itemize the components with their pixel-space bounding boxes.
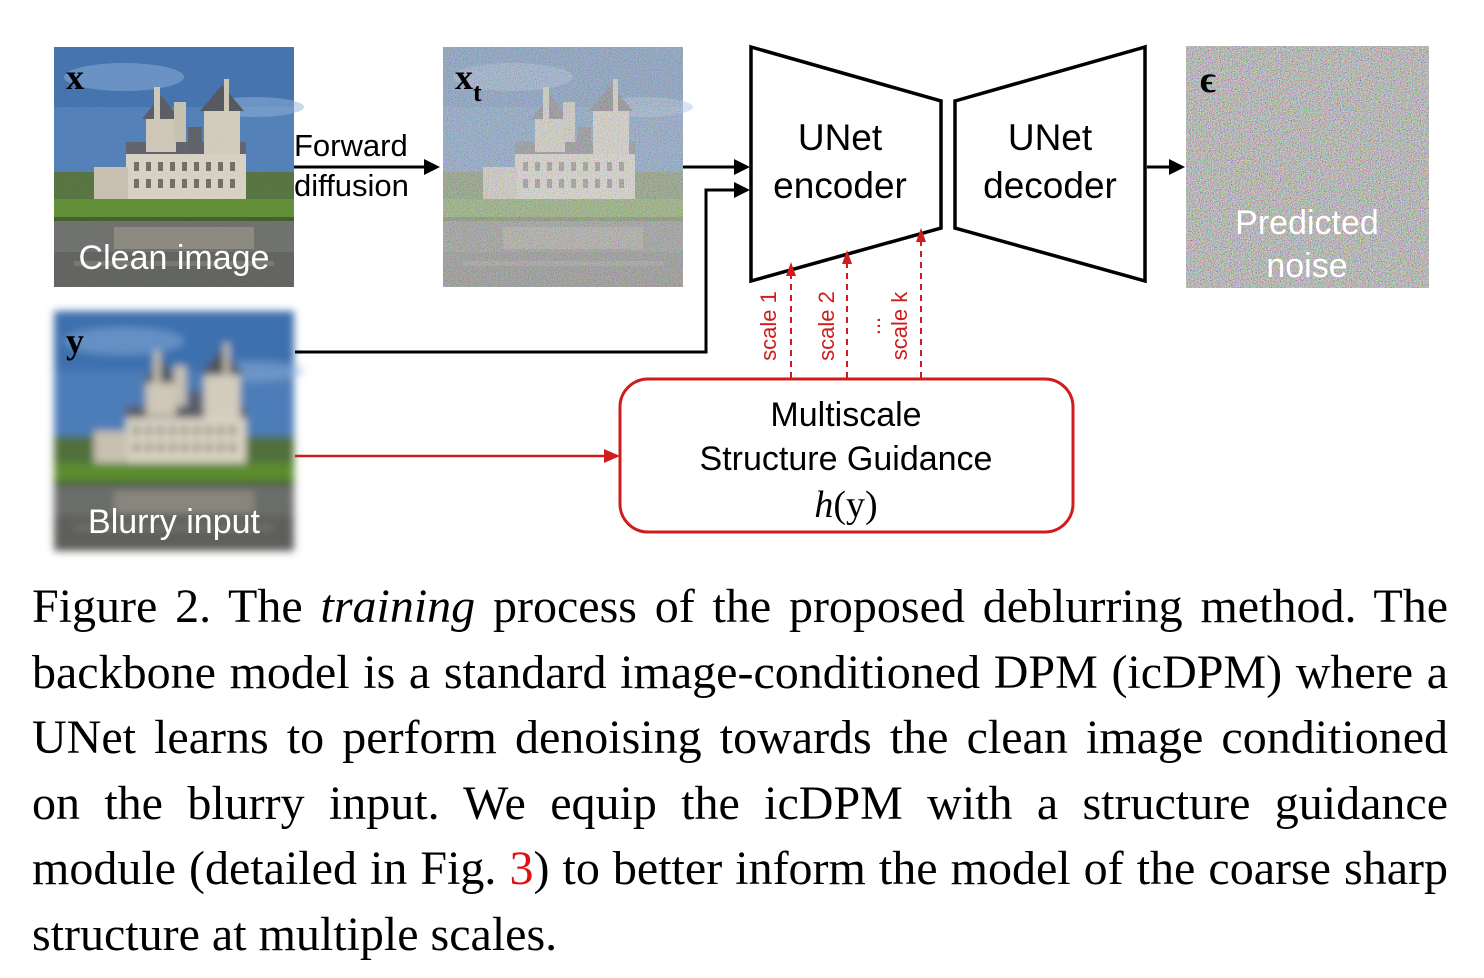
noisy-image-panel: xt [443, 47, 693, 287]
blurry-input-panel: y Blurry input [54, 311, 304, 551]
structure-guidance-module: Multiscale Structure Guidance h(y) [618, 377, 1075, 534]
scale-arrows [786, 228, 926, 378]
training-diagram: x Clean image xt y Blurry input ϵ Predic… [54, 44, 1429, 551]
decoder-label-line2: decoder [983, 165, 1117, 206]
clean-image-panel: x Clean image [54, 47, 304, 287]
unet-encoder: UNet encoder [749, 44, 943, 284]
forward-diffusion-arrow: Forward diffusion [294, 128, 440, 203]
scale-k-label: scale k [887, 291, 912, 360]
figure-reference-link[interactable]: 3 [509, 842, 534, 895]
decoder-label-line1: UNet [1008, 117, 1093, 158]
blurry-input-label: Blurry input [88, 503, 261, 541]
blurry-to-guidance-arrow [295, 449, 620, 463]
caption-body: process of the proposed deblurring metho… [32, 580, 1448, 895]
scale-ellipsis: ... [860, 317, 885, 335]
clean-image-label: Clean image [79, 239, 270, 277]
clean-image-symbol: x [66, 57, 84, 97]
encoder-label-line1: UNet [798, 117, 883, 158]
caption-prefix: Figure 2. The [32, 580, 321, 633]
decoder-to-noise-arrow [1147, 159, 1185, 175]
epsilon-symbol: ϵ [1200, 59, 1216, 101]
forward-diffusion-label-line1: Forward [294, 128, 408, 163]
guidance-label-line2: Structure Guidance [700, 440, 993, 478]
figure-caption: Figure 2. The training process of the pr… [32, 574, 1448, 967]
unet-decoder: UNet decoder [953, 44, 1147, 284]
noisy-image-subscript: t [473, 78, 482, 107]
caption-emphasis: training [320, 580, 476, 633]
caption-suffix: ) to better inform the model of the coar… [32, 842, 1449, 961]
encoder-label-line2: encoder [773, 165, 907, 206]
predicted-noise-label-line1: Predicted [1235, 204, 1379, 242]
blurry-input-symbol: y [66, 321, 84, 361]
predicted-noise-panel: ϵ Predicted noise [1186, 46, 1429, 288]
blurry-to-encoder-arrow [295, 182, 750, 354]
scale-1-label: scale 1 [756, 291, 781, 361]
predicted-noise-label-line2: noise [1266, 247, 1347, 285]
guidance-label-line1: Multiscale [770, 396, 921, 434]
guidance-formula: h(y) [814, 484, 877, 526]
scale-2-label: scale 2 [814, 291, 839, 361]
noisy-to-encoder-arrow [683, 159, 750, 175]
noisy-image-symbol: xt [455, 57, 482, 107]
forward-diffusion-label-line2: diffusion [294, 168, 409, 203]
diagram-canvas: x Clean image xt y Blurry input ϵ Predic… [54, 44, 1429, 551]
